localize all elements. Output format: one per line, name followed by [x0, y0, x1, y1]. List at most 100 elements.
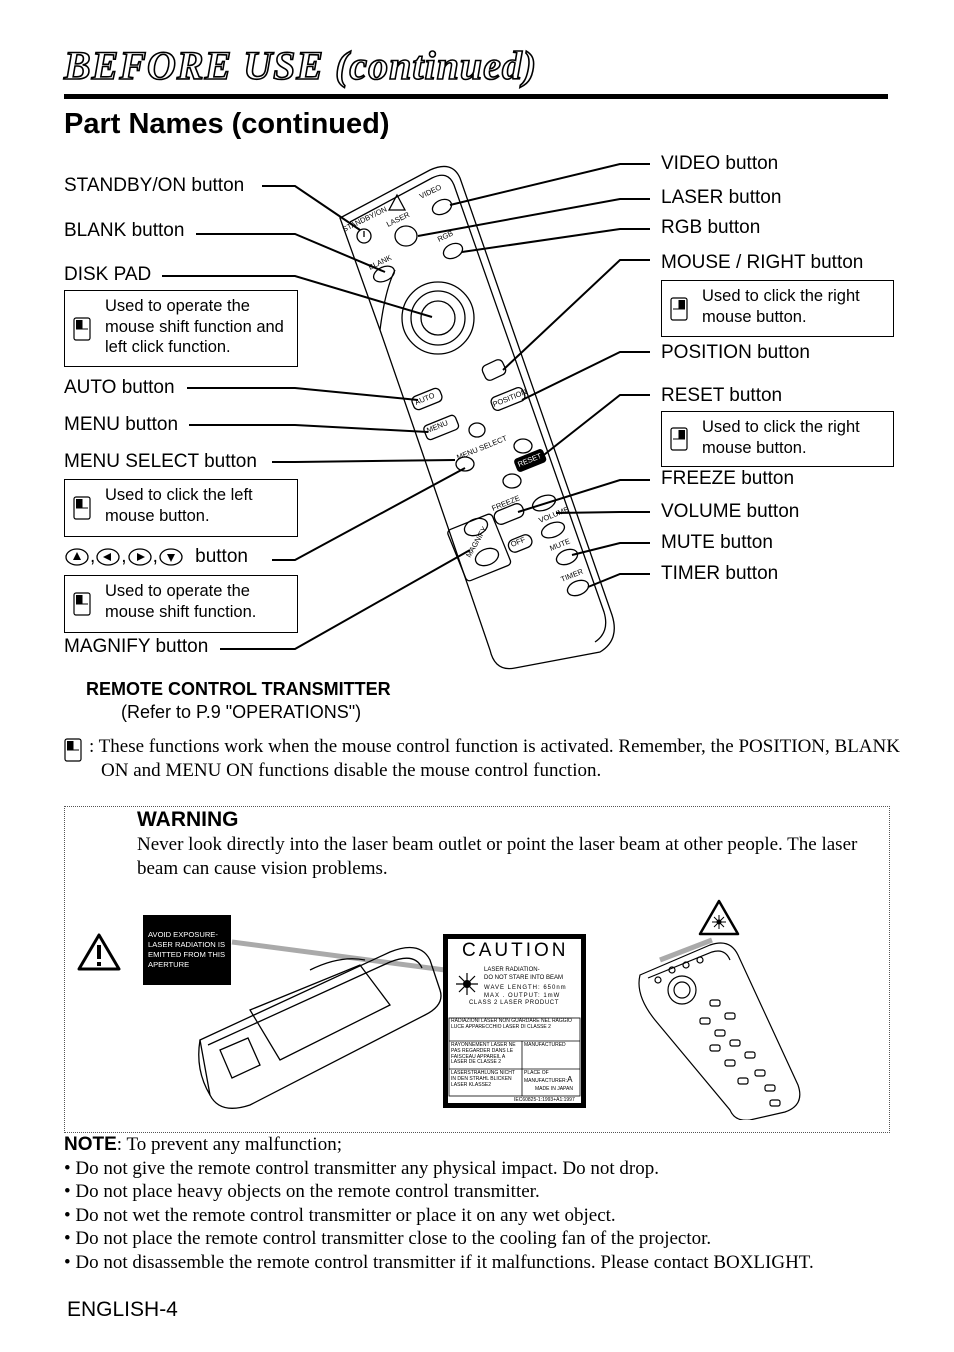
- blank-button: [372, 265, 396, 283]
- mouse-right-remote-button: [481, 359, 507, 381]
- label-timer-button: TIMER button: [661, 563, 779, 584]
- note-bullet: • Do not disassemble the remote control …: [64, 1251, 814, 1273]
- section-title: BEFORE USE (continued): [63, 42, 538, 89]
- remote-text-mute: MUTE: [548, 537, 571, 553]
- mouse-icon: [670, 296, 688, 321]
- remote-text-off: OFF: [509, 535, 527, 549]
- auto-remote-button: [411, 387, 443, 411]
- caution-class: CLASS 2 LASER PRODUCT: [469, 1000, 559, 1006]
- label-position-button: POSITION button: [661, 342, 810, 363]
- position-remote-button: [490, 387, 526, 411]
- video-button: [431, 198, 453, 216]
- note-box-arrows: Used to operate the mouse shift function…: [64, 575, 298, 633]
- rgb-button: [442, 242, 464, 260]
- laser-triangle-icon: [387, 193, 407, 211]
- note-mouse-right-text: Used to click the right mouse button.: [702, 287, 860, 326]
- remote-text-menu: MENU: [425, 418, 449, 435]
- label-standby-on-button: STANDBY/ON button: [64, 175, 245, 196]
- warning-text: Never look directly into the laser beam …: [137, 834, 858, 879]
- note-intro-line: NOTE: To prevent any malfunction;: [64, 1133, 904, 1157]
- remote-caption-subtitle: (Refer to P.9 "OPERATIONS"): [121, 702, 362, 722]
- note-box-mouse-right: Used to click the right mouse button.: [661, 280, 894, 337]
- caution-word: CAUTION: [462, 940, 569, 961]
- header-rule: [64, 94, 888, 99]
- note-bullet: • Do not place heavy objects on the remo…: [64, 1181, 540, 1203]
- left-arrow-remote-button: [455, 456, 475, 472]
- magnify-remote-box: [447, 513, 512, 582]
- note-bullet: • Do not place the remote control transm…: [64, 1228, 712, 1250]
- note-box-reset: Used to click the right mouse button.: [661, 411, 894, 467]
- timer-remote-button: [566, 579, 590, 597]
- caution-made-in: MADE IN JAPAN: [535, 1086, 573, 1092]
- page-number: ENGLISH-4: [67, 1298, 178, 1321]
- note-section: NOTE: To prevent any malfunction; • Do n…: [64, 1133, 904, 1275]
- mouse-icon: [73, 592, 91, 616]
- remote-control-drawing: STANDBY/ON LASER VIDEO RGB BLANK AUTO PO…: [162, 163, 650, 670]
- arrow-separator: ,: [90, 546, 96, 567]
- label-video-button: VIDEO button: [661, 153, 779, 174]
- warning-triangle-icon: [77, 933, 121, 971]
- label-mouse-right-button: MOUSE / RIGHT button: [661, 252, 864, 273]
- up-arrow-remote-button: [468, 422, 486, 438]
- caution-italian: RADIAZIONI LASER NON GUARDARE NEL RAGGIO…: [451, 1018, 572, 1030]
- magnify-minus-button: [474, 547, 500, 567]
- right-arrow-icon: [127, 548, 152, 566]
- mouse-icon: [73, 316, 91, 341]
- label-reset-button: RESET button: [661, 385, 783, 406]
- remote-body-outline: [339, 165, 615, 670]
- note-intro: : To prevent any malfunction;: [116, 1134, 342, 1155]
- label-rgb-button: RGB button: [661, 217, 761, 238]
- note-bullet: • Do not wet the remote control transmit…: [64, 1204, 616, 1226]
- note-arrows-text: Used to operate the mouse shift function…: [105, 582, 257, 621]
- remote-text-magnify: MAGNIFY: [464, 525, 489, 559]
- arrow-separator: ,: [152, 546, 158, 567]
- caution-place: PLACE OF MANUFACTURER:A: [524, 1070, 573, 1084]
- label-arrow-buttons: ,,, button: [64, 546, 248, 570]
- label-menu-button: MENU button: [64, 414, 179, 435]
- label-mute-button: MUTE button: [661, 532, 773, 553]
- label-blank-button: BLANK button: [64, 220, 185, 241]
- leader-lines: [162, 163, 650, 650]
- caution-german: LASERSTRAHLUNG NICHT IN DEN STRAHL BLICK…: [451, 1070, 515, 1088]
- note-box-disk-pad: Used to operate the mouse shift function…: [64, 290, 298, 367]
- label-laser-button: LASER button: [661, 187, 782, 208]
- label-disk-pad: DISK PAD: [64, 264, 152, 285]
- remote-text-timer: TIMER: [559, 567, 585, 584]
- left-arrow-icon: [96, 548, 120, 566]
- caution-french: RAYONNEMENT LASER NE PAS REGARDER DANS L…: [451, 1042, 516, 1066]
- menu-remote-button: [423, 414, 460, 441]
- mouse-function-note: : These functions work when the mouse co…: [89, 736, 900, 781]
- avoid-exposure-label: AVOID EXPOSURE- LASER RADIATION IS EMITT…: [143, 915, 231, 985]
- up-arrow-icon: [65, 548, 89, 566]
- note-bullet: • Do not give the remote control transmi…: [64, 1157, 659, 1179]
- caution-iec: IEC60825-1:1993+A1:1997: [514, 1097, 575, 1103]
- note-menu-select-text: Used to click the left mouse button.: [105, 486, 253, 525]
- remote-back-drawing: [198, 939, 446, 1109]
- disk-pad: [401, 281, 475, 355]
- remote-front-drawing: [638, 937, 801, 1120]
- arrow-button-word: button: [195, 546, 248, 567]
- warning-heading: WARNING: [137, 808, 239, 831]
- label-magnify-button: MAGNIFY button: [64, 636, 209, 657]
- arrow-separator: ,: [121, 546, 127, 567]
- mouse-icon: [64, 738, 82, 762]
- remote-text-menu-select: MENU SELECT: [455, 433, 508, 461]
- note-disk-pad-text: Used to operate the mouse shift function…: [105, 297, 284, 356]
- caution-wave: WAVE LENGTH: 650nm: [484, 985, 567, 991]
- caution-line-1: LASER RADIATION-: [484, 967, 540, 973]
- caution-line-2: DO NOT STARE INTO BEAM: [484, 975, 564, 981]
- laser-starburst-icon: [456, 973, 478, 995]
- laser-warning-triangle-icon: [698, 899, 740, 936]
- caution-max: MAX . OUTPUT: 1mW: [484, 993, 561, 999]
- page-title: Part Names (continued): [64, 108, 390, 140]
- remote-text-freeze: FREEZE: [490, 493, 521, 512]
- freeze-remote-button: [493, 503, 525, 525]
- down-arrow-remote-button: [502, 473, 522, 489]
- label-menu-select-button: MENU SELECT button: [64, 451, 257, 472]
- right-arrow-remote-button: [513, 438, 533, 454]
- laser-button: [394, 225, 418, 247]
- warning-box: [64, 806, 890, 1133]
- off-remote-button: [507, 534, 533, 553]
- mouse-icon: [73, 496, 91, 520]
- mouse-icon: [670, 427, 688, 451]
